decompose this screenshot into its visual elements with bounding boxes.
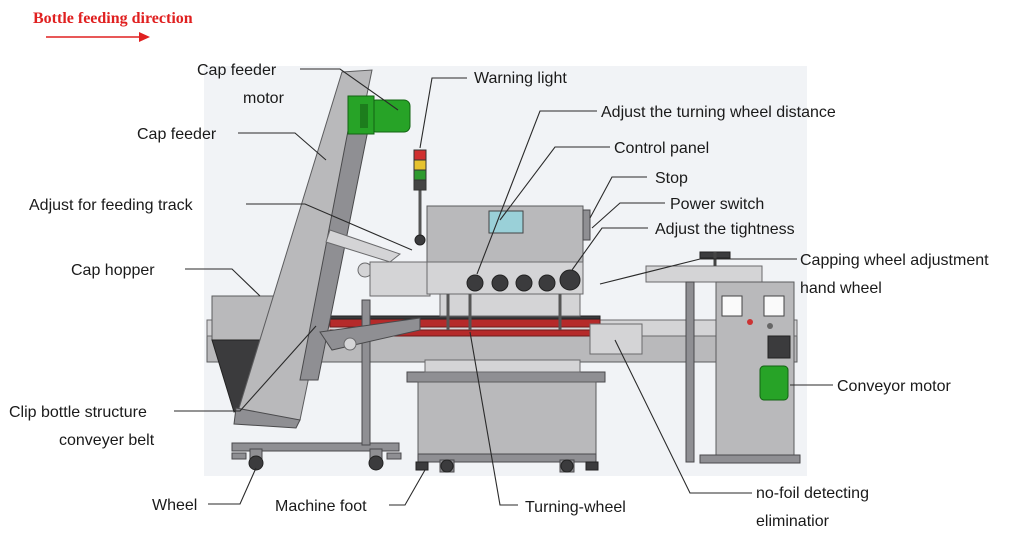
direction-arrow xyxy=(46,32,150,42)
capping-wheel-plate xyxy=(645,265,763,283)
conveyor-motor-shape xyxy=(759,365,789,401)
label-cap-hopper: Cap hopper xyxy=(71,262,155,279)
left-wheel xyxy=(248,448,264,471)
label-adjust-tightness: Adjust the tightness xyxy=(655,221,795,238)
label-cap-feeder-motor-line2: motor xyxy=(243,90,285,107)
turning-wheels xyxy=(466,269,581,292)
label-control-panel: Control panel xyxy=(614,140,709,157)
leader-lines xyxy=(174,68,833,506)
machine-illustration xyxy=(206,69,801,473)
labels: Cap feeder motor Cap feeder Adjust for f… xyxy=(9,62,989,530)
label-power-switch: Power switch xyxy=(670,196,764,213)
cap-feeder-motor-shape xyxy=(347,95,411,135)
control-panel-screen xyxy=(488,210,524,234)
feeder-support-post xyxy=(361,299,371,446)
no-foil-detector xyxy=(589,323,643,355)
left-base xyxy=(231,442,400,452)
label-no-foil-line1: no-foil detecting xyxy=(756,485,869,502)
label-stop: Stop xyxy=(655,170,688,187)
label-turning-wheel: Turning-wheel xyxy=(525,499,626,516)
label-wheel: Wheel xyxy=(152,497,197,514)
label-capping-wheel-line1: Capping wheel adjustment xyxy=(800,252,989,269)
label-machine-foot: Machine foot xyxy=(275,498,367,515)
warning-light-tower xyxy=(413,149,427,191)
machine-feet xyxy=(415,459,599,473)
label-adjust-feeding-track: Adjust for feeding track xyxy=(29,197,194,214)
label-capping-wheel-line2: hand wheel xyxy=(800,280,882,297)
left-wheel-2 xyxy=(368,448,384,471)
label-cap-feeder: Cap feeder xyxy=(137,126,217,143)
direction-title: Bottle feeding direction xyxy=(33,10,193,27)
label-conveyor-motor: Conveyor motor xyxy=(837,378,951,395)
label-warning-light: Warning light xyxy=(474,70,567,87)
label-adjust-turning-wheel: Adjust the turning wheel distance xyxy=(601,104,836,121)
label-no-foil-line2: eliminatior xyxy=(756,513,830,530)
label-clip-bottle-line2: conveyer belt xyxy=(59,432,155,449)
base-cabinet xyxy=(417,381,597,455)
label-clip-bottle-line1: Clip bottle structure xyxy=(9,404,147,421)
label-cap-feeder-motor-line1: Cap feeder xyxy=(197,62,277,79)
